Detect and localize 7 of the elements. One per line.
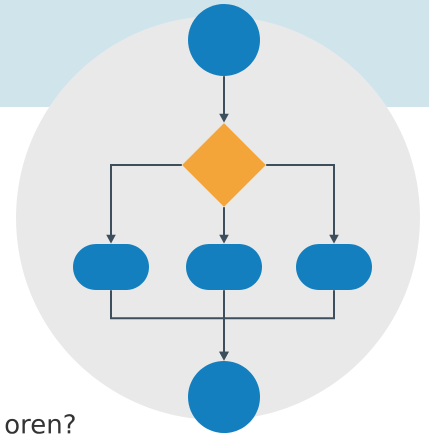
process-pill (186, 244, 262, 290)
process-pill (73, 244, 149, 290)
question-text: oren? (6, 414, 75, 434)
circle-node (188, 4, 260, 76)
circle-node (188, 361, 260, 433)
process-pill (296, 244, 372, 290)
decision-diamond (182, 123, 266, 207)
